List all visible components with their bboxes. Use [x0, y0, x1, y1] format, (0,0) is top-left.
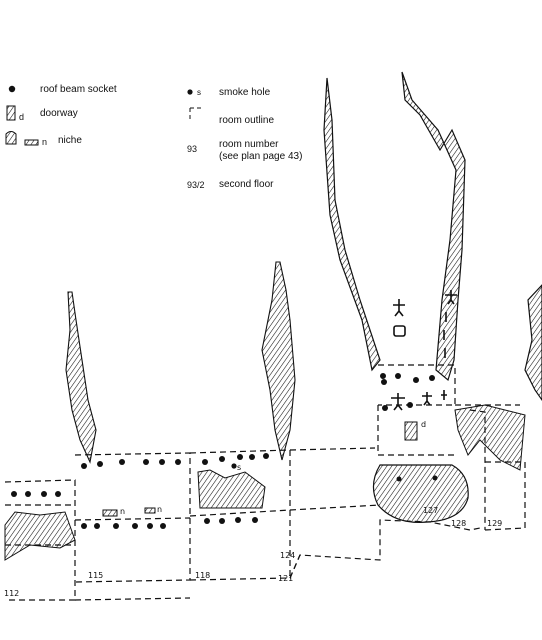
legend-doorway-symbol: d: [19, 112, 25, 122]
room-outline-sample: [189, 107, 202, 120]
room-label-118: 118: [195, 571, 211, 580]
room-label-121: 121: [278, 574, 294, 583]
room-label-112: 112: [4, 589, 20, 598]
door-label-a: d: [421, 420, 427, 429]
doorway-icon: [6, 105, 16, 121]
room-label-127: 127: [423, 506, 439, 515]
room-label-124: 124: [280, 551, 296, 560]
legend-room-number: room number: [219, 139, 279, 150]
legend-room-number-note: (see plan page 43): [219, 151, 303, 162]
room-label-129: 129: [487, 519, 503, 528]
niche-label-b: n: [157, 505, 163, 514]
legend-room-outline: room outline: [219, 115, 275, 126]
legend-beam-socket: roof beam socket: [40, 84, 117, 95]
legend-smoke-hole: smoke hole: [219, 87, 271, 98]
pictographs: [391, 290, 457, 411]
beam-socket-icon: [8, 85, 16, 93]
legend-second-floor-example: 93/2: [187, 180, 205, 190]
legend-smoke-symbol: s: [197, 88, 201, 97]
legend-second-floor: second floor: [219, 179, 274, 190]
legend-room-number-example: 93: [187, 144, 198, 154]
beam-sockets: [11, 373, 438, 529]
room-outlines: [4, 364, 526, 601]
legend-doorway: doorway: [40, 108, 78, 119]
smoke-hole-icon: [187, 89, 193, 95]
legend-niche-symbol: n: [42, 137, 48, 147]
room-label-115: 115: [88, 571, 104, 580]
niche-label-a: n: [120, 507, 126, 516]
niche-small-icon: [24, 139, 39, 146]
legend-symbols: [5, 85, 202, 146]
smoke-label-a: s: [237, 463, 242, 472]
niche-icon: [5, 131, 17, 145]
room-label-128: 128: [451, 519, 467, 528]
legend-niche: niche: [58, 135, 82, 146]
